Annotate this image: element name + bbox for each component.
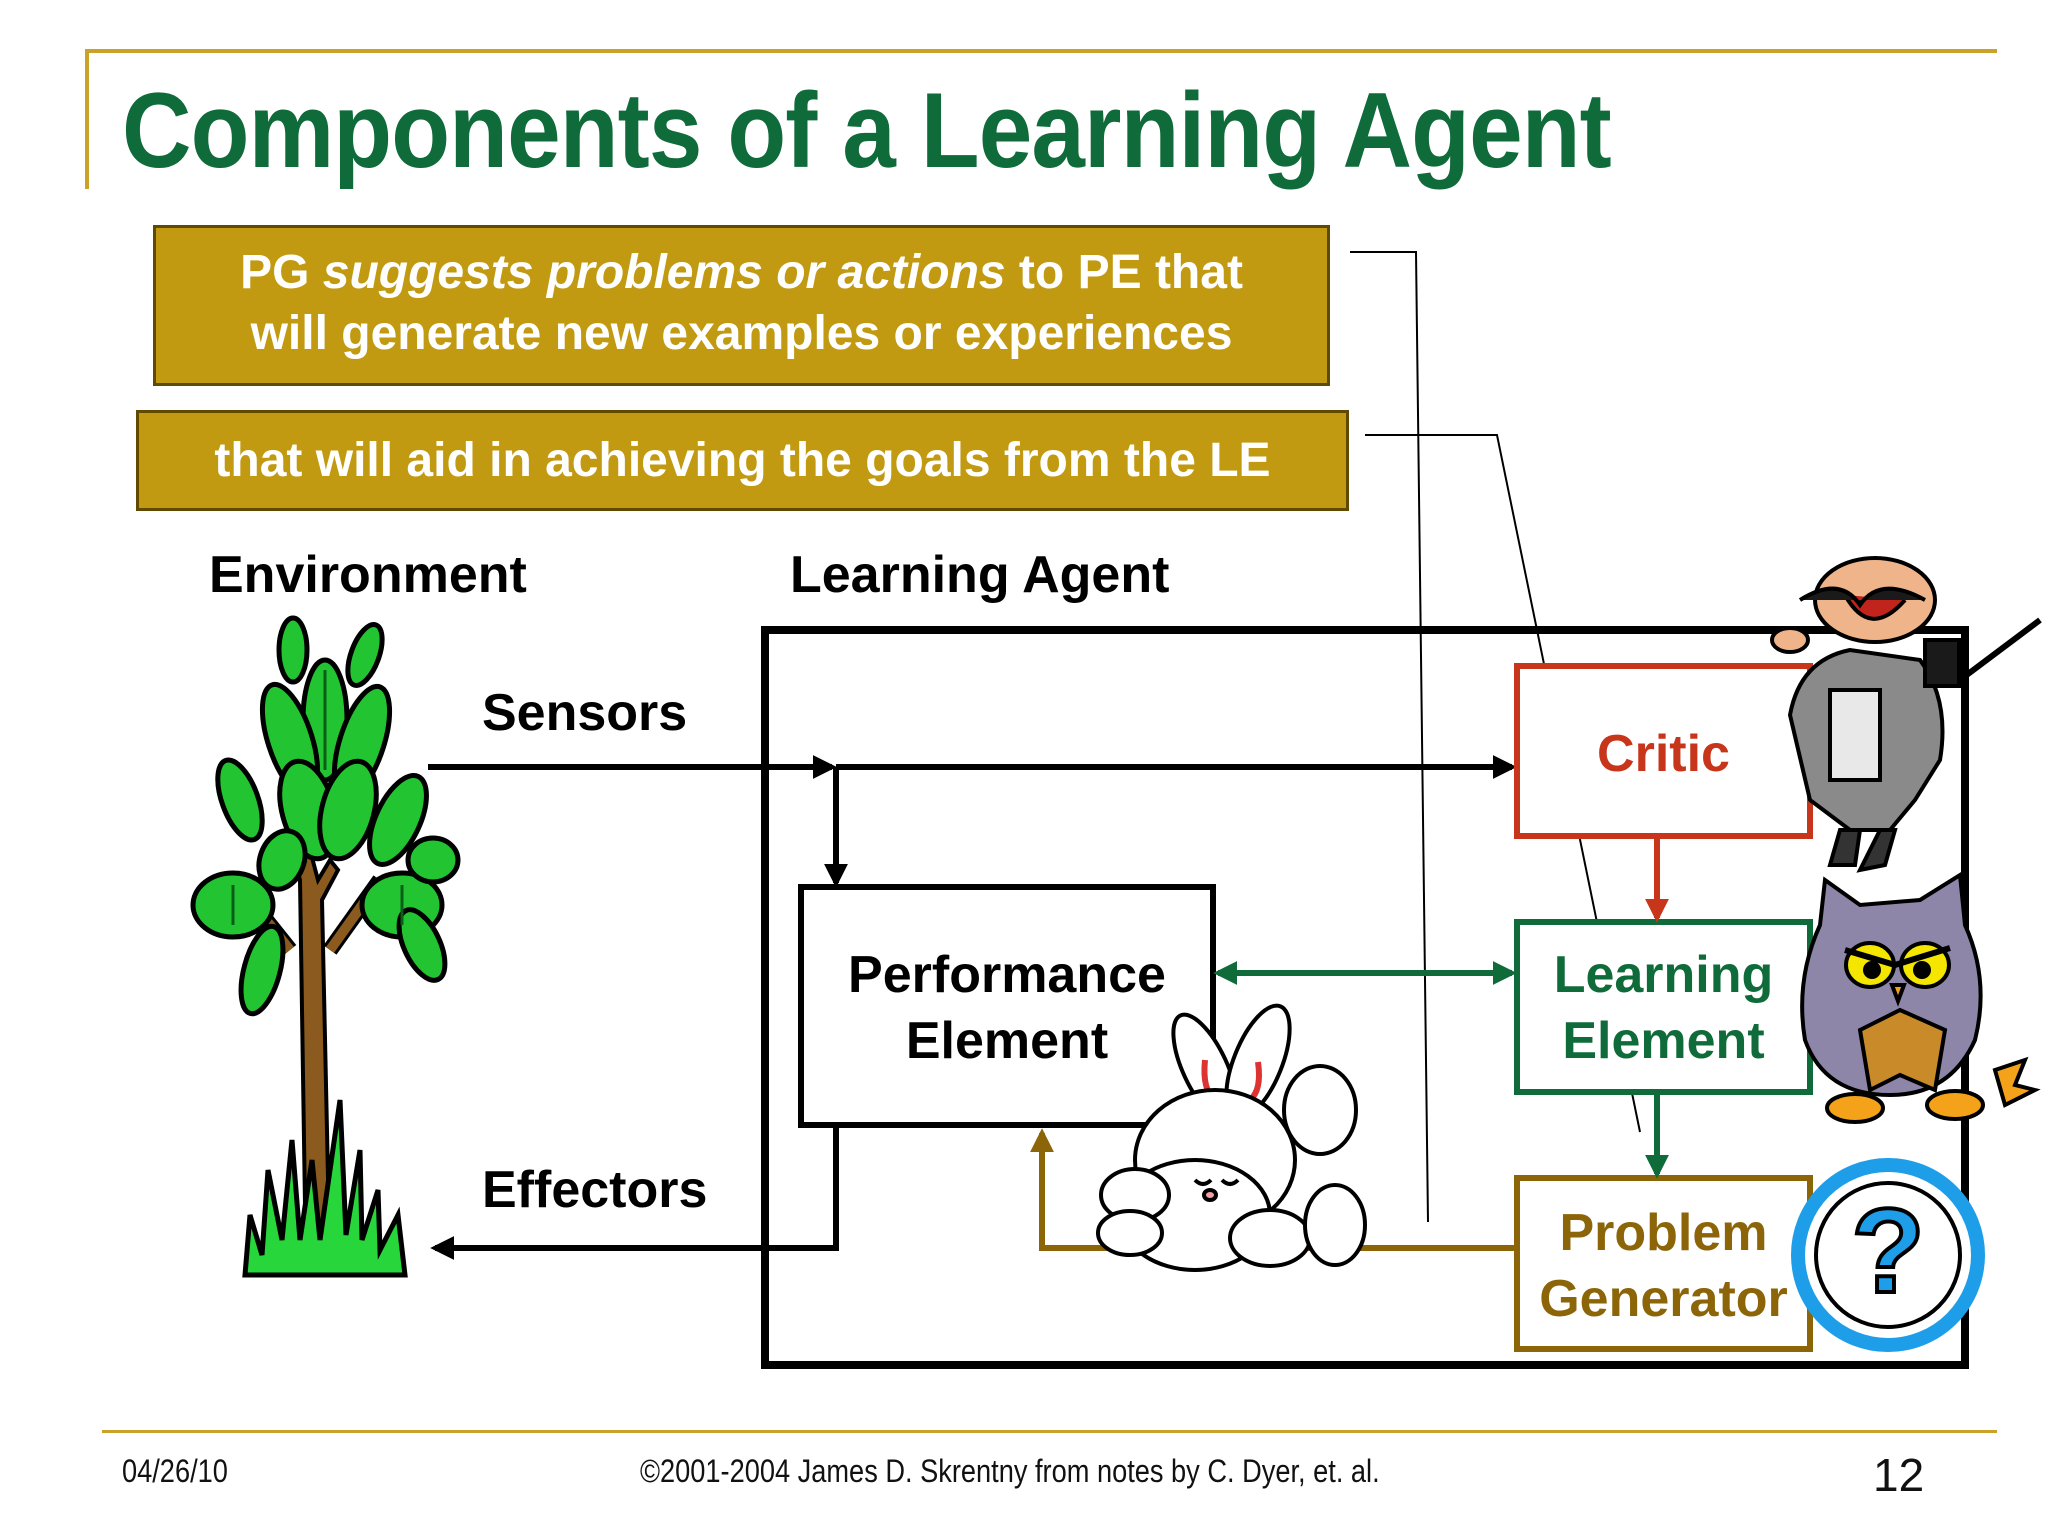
page-number: 12 [1873, 1449, 1925, 1501]
effectors-label: Effectors [482, 1161, 708, 1219]
tree-icon [190, 615, 461, 1278]
sensors-label: Sensors [482, 684, 688, 742]
generator-line-2: Generator [1539, 1270, 1788, 1328]
critic-label: Critic [1597, 725, 1730, 783]
effectors-arrow [430, 1128, 839, 1260]
left-rule [85, 49, 89, 189]
callout-aid-goals: that will aid in achieving the goals fro… [136, 410, 1349, 511]
learning-element-label: Learning Element [1517, 942, 1810, 1074]
footer-date: 04/26/10 [122, 1453, 228, 1489]
critic-box [1514, 663, 1813, 839]
rabbit-icon [1096, 1003, 1367, 1272]
critic-man-icon [1770, 556, 2042, 873]
callout-1-suffix: to PE that [1005, 246, 1243, 299]
environment-label: Environment [209, 546, 527, 604]
performance-line-2: Element [905, 1012, 1109, 1070]
callout-connectors [1350, 251, 1641, 1223]
callout-1-prefix: PG [240, 246, 323, 299]
owl-icon [1800, 871, 2041, 1124]
callout-1-connector [1350, 251, 1429, 1223]
callout-pg-suggests: PG suggests problems or actions to PE th… [153, 225, 1330, 386]
generator-line-1: Problem [1559, 1204, 1768, 1262]
footer-copyright: ©2001-2004 James D. Skrentny from notes … [640, 1453, 1380, 1489]
svg-text:?: ? [1851, 1184, 1924, 1318]
learning-line-2: Element [1562, 1012, 1765, 1070]
question-mark-icon: ? [1791, 1158, 1985, 1352]
learning-line-1: Learning [1553, 946, 1774, 1004]
learning-element-box [1514, 919, 1813, 1095]
callout-1-line2: will generate new examples or experience… [250, 307, 1233, 360]
sensors-arrow [428, 755, 1517, 888]
problem-generator-label: Problem Generator [1517, 1200, 1810, 1332]
performance-element-box [798, 884, 1216, 1128]
footer-rule [102, 1430, 1997, 1433]
performance-element-label: Performance Element [801, 942, 1213, 1074]
callout-1-italic: suggests problems or actions [322, 246, 1006, 299]
slide-title: Components of a Learning Agent [122, 70, 1612, 190]
performance-line-1: Performance [848, 946, 1166, 1004]
learning-agent-label: Learning Agent [790, 546, 1170, 604]
top-rule [85, 49, 1997, 53]
callout-2-connector [1365, 434, 1641, 1133]
